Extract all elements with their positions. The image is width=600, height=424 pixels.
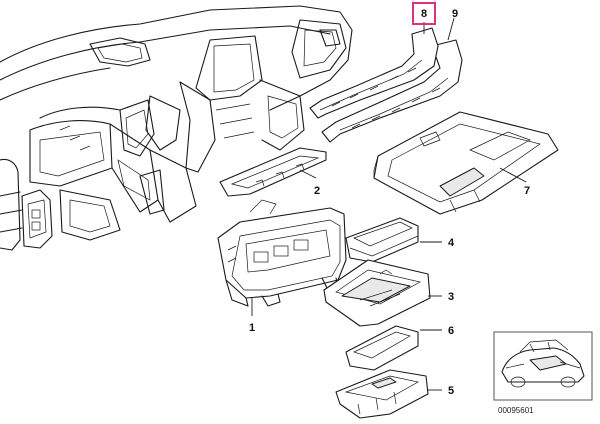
reference-number: 00095601	[498, 406, 534, 415]
callout-9[interactable]: 9	[452, 8, 458, 20]
callout-4[interactable]: 4	[448, 237, 455, 249]
callout-1[interactable]: 1	[249, 322, 255, 334]
part-2-trim-panel	[219, 147, 327, 197]
callout-5[interactable]: 5	[448, 385, 454, 397]
highlight-box	[412, 2, 436, 25]
callout-6[interactable]: 6	[448, 325, 454, 337]
part-7-floor-panel	[373, 111, 559, 215]
part-8-trim-strip	[309, 27, 439, 119]
part-5-bottom-box	[335, 369, 429, 419]
callout-8[interactable]: 8	[421, 8, 427, 20]
dashboard-drawing	[0, 5, 353, 251]
part-6-small-tray	[345, 325, 419, 371]
car-icon	[501, 339, 585, 388]
callout-3[interactable]: 3	[448, 291, 454, 303]
callout-2[interactable]: 2	[314, 185, 320, 197]
callout-7[interactable]: 7	[524, 185, 530, 197]
vehicle-inset: 00095601	[493, 331, 593, 415]
part-3-storage-box	[323, 259, 431, 327]
part-9-trim-strip	[321, 39, 463, 143]
part-4-tray	[345, 217, 419, 263]
